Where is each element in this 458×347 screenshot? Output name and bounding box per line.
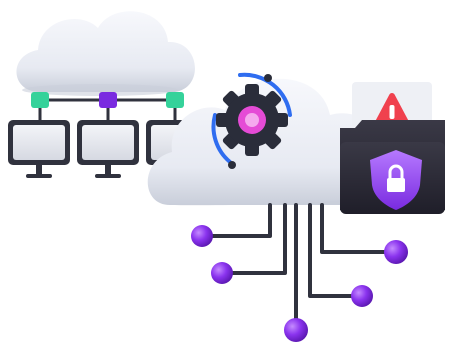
circuit-nodes [191,225,408,342]
left-cloud-icon [16,11,195,96]
circuit-icon [203,203,397,335]
shield-lock-icon [370,150,422,210]
gear-icon [211,72,292,169]
